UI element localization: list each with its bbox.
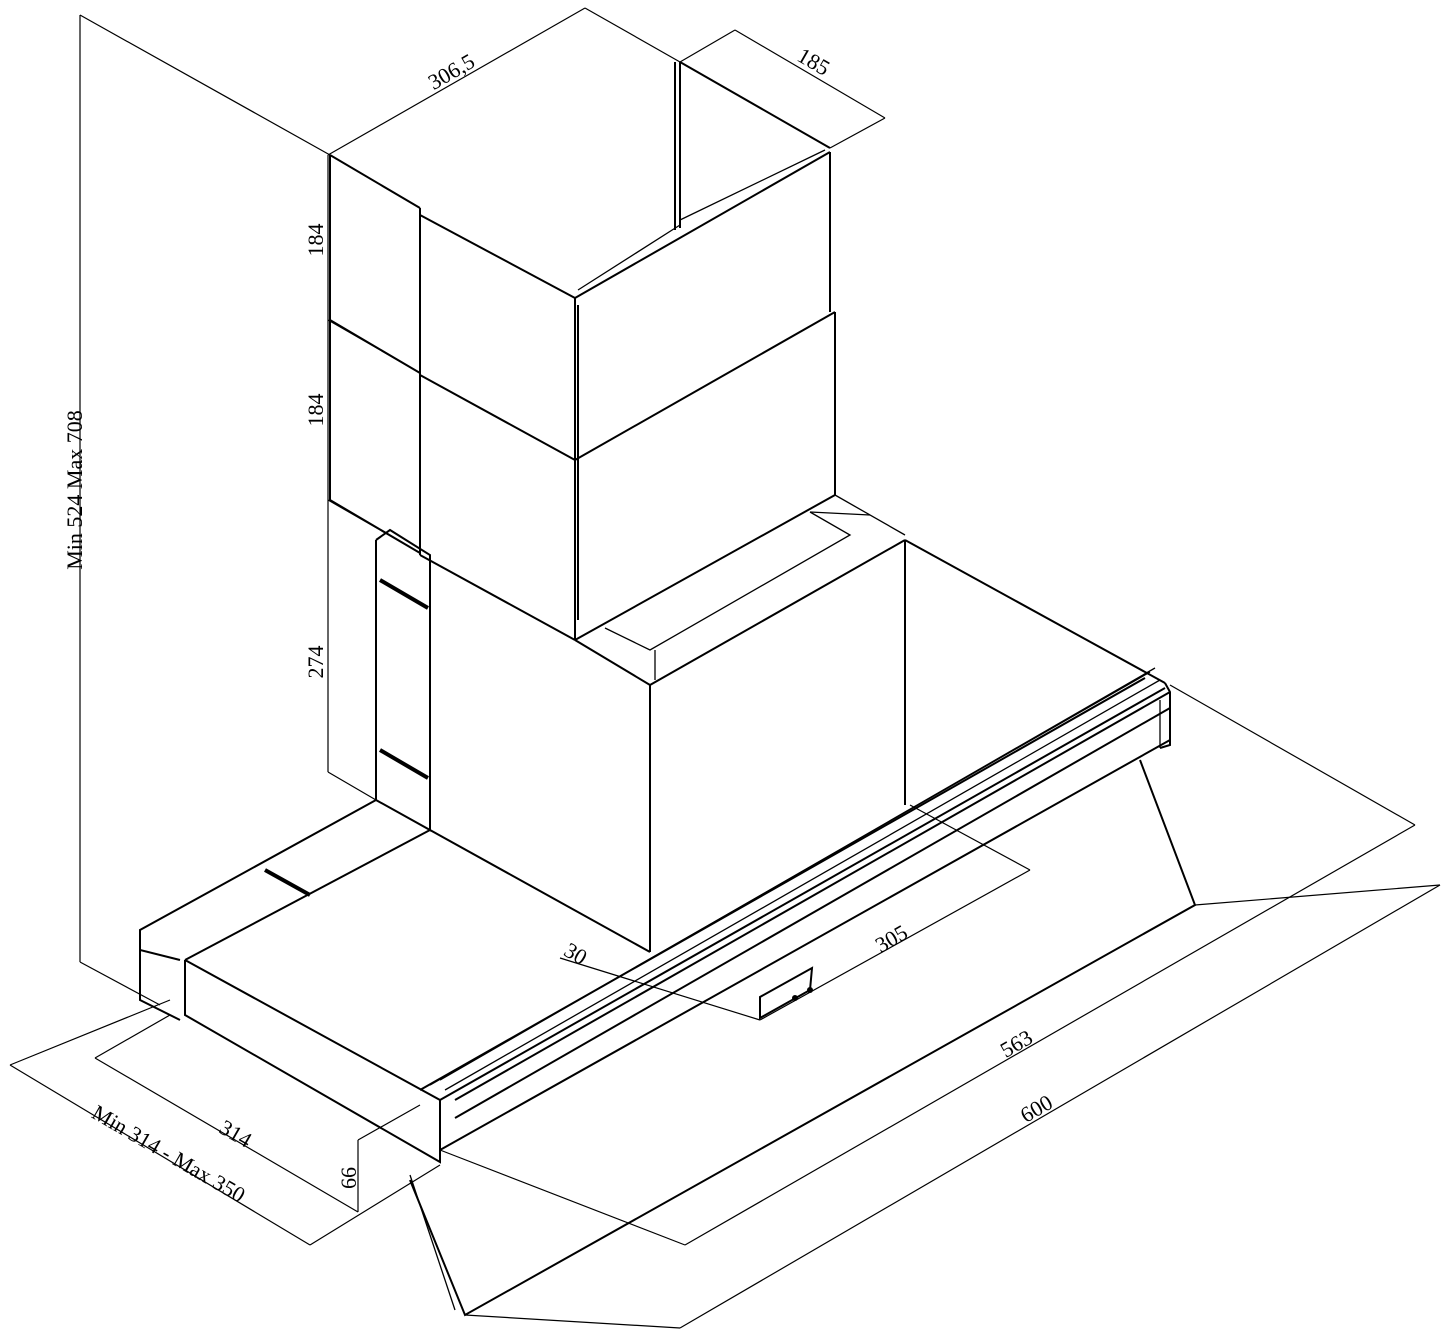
- inner-width-label: 563: [996, 1024, 1037, 1062]
- bracket-range-label: Min 314 - Max 350: [88, 1100, 250, 1208]
- section-dimensions: [327, 155, 421, 801]
- total-height-label: Min 524 Max 708: [62, 410, 87, 570]
- chimney-depth-label: 185: [793, 42, 834, 80]
- front-height-label: 66: [336, 1167, 361, 1189]
- chimney-depth-dimension: [679, 29, 886, 149]
- hood-base: [139, 539, 1171, 1164]
- motor-box: [574, 494, 906, 952]
- total-width-label: 600: [1016, 1089, 1057, 1127]
- chimney-width-label: 306,5: [424, 48, 479, 94]
- total-height-dimension: [79, 14, 331, 1006]
- bottom-dimensions: [9, 684, 1441, 1329]
- glass-panel: [409, 759, 1197, 1317]
- upper-section-label: 184: [303, 224, 328, 257]
- middle-section-label: 184: [303, 394, 328, 427]
- bracket-depth-label: 314: [215, 1114, 256, 1152]
- chimney: [329, 61, 836, 641]
- chimney-width-dimension: [327, 7, 681, 156]
- motor-section-label: 274: [303, 646, 328, 679]
- offset-label: 30: [560, 937, 592, 970]
- depth-305-label: 305: [871, 919, 912, 957]
- wall-bracket: [375, 528, 431, 832]
